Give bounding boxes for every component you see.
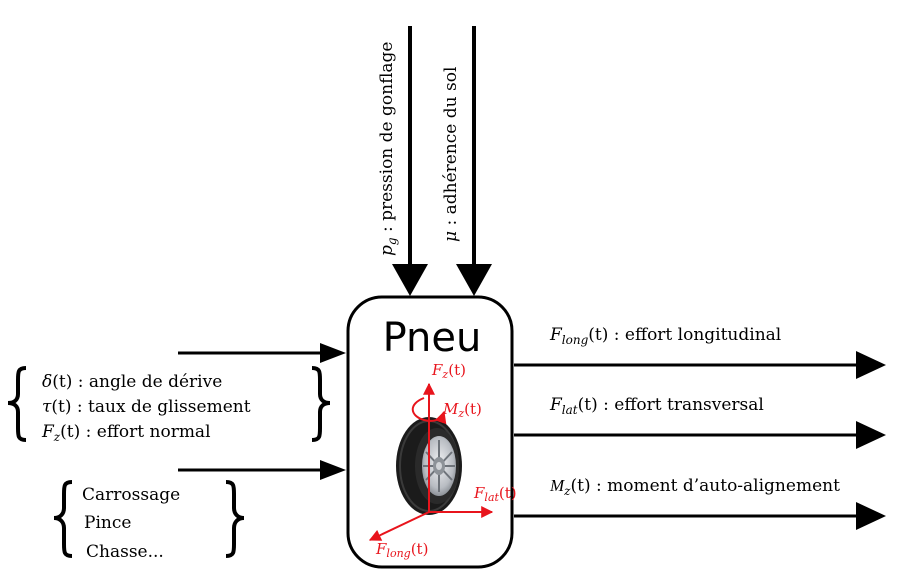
left-brace-close-1 [311,366,331,442]
left-item-camber: Carrossage [82,485,180,505]
axis-label-flat: Flat(t) [473,484,517,504]
left-item-slip-rate: τ(t) : taux de glissement [42,397,251,417]
left-arrow-1 [178,343,346,363]
label-adhesion-symbol: μ [441,231,461,242]
left-item-slip-angle: δ(t) : angle de dérive [42,372,222,392]
axis-long [368,511,430,541]
left-brace-open-1 [7,366,27,442]
left-brace-close-2 [225,480,245,558]
block-title: Pneu [383,315,482,361]
label-pressure-text: : pression de gonflage [377,42,397,238]
label-pressure: pg : pression de gonflage [377,42,399,257]
label-pressure-symbol: p [377,245,397,256]
left-item-caster: Chasse... [86,542,164,562]
axis-label-fz: Fz(t) [431,361,466,381]
axis-label-mz: Mz(t) [442,400,482,420]
label-adhesion-text: : adhérence du sol [441,67,461,231]
output-label-long: Flong(t) : effort longitudinal [549,325,781,347]
label-pressure-sub: g [385,237,399,245]
left-item-normal-force: Fz(t) : effort normal [41,422,211,444]
tire-image [396,417,462,515]
output-label-lat: Flat(t) : effort transversal [549,395,764,417]
output-arrow-3 [514,502,886,530]
output-label-moment: Mz(t) : moment d’auto-alignement [549,476,840,498]
top-arrow-adhesion [456,26,492,296]
left-arrow-2 [178,460,346,480]
top-arrow-pressure [392,26,428,296]
moment-arc [411,397,447,425]
output-arrow-2 [514,421,886,449]
output-arrow-1 [514,351,886,379]
axis-label-flong: Flong(t) [375,540,428,560]
left-brace-open-2 [53,480,73,558]
label-adhesion: μ : adhérence du sol [441,67,461,242]
left-item-toe: Pince [84,513,131,533]
